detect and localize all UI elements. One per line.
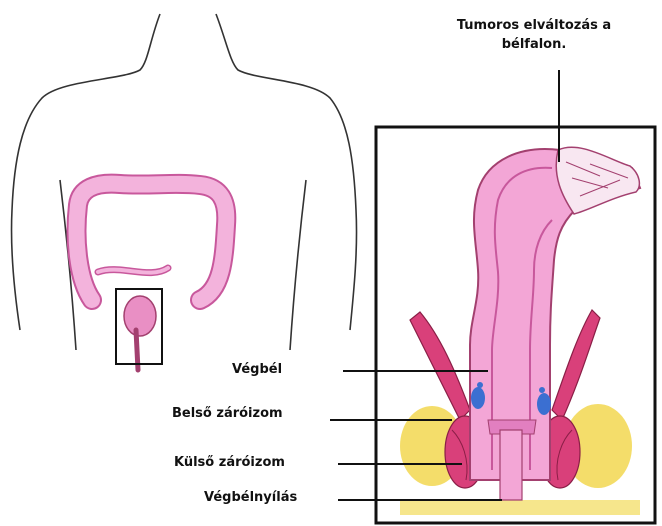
label-external-sphincter: Külső záróizom (174, 455, 285, 471)
label-internal-sphincter: Belső záróizom (172, 406, 283, 422)
colon-icon (77, 184, 227, 370)
tumor-callout-line1: Tumoros elváltozás a (414, 16, 654, 35)
label-anus: Végbélnyílás (204, 490, 297, 506)
label-rectum: Végbél (232, 362, 282, 378)
tumor-callout-line2: bélfalon. (414, 35, 654, 54)
tumor-callout: Tumoros elváltozás a bélfalon. (414, 16, 654, 54)
rectum-cross-section-icon (400, 147, 640, 515)
